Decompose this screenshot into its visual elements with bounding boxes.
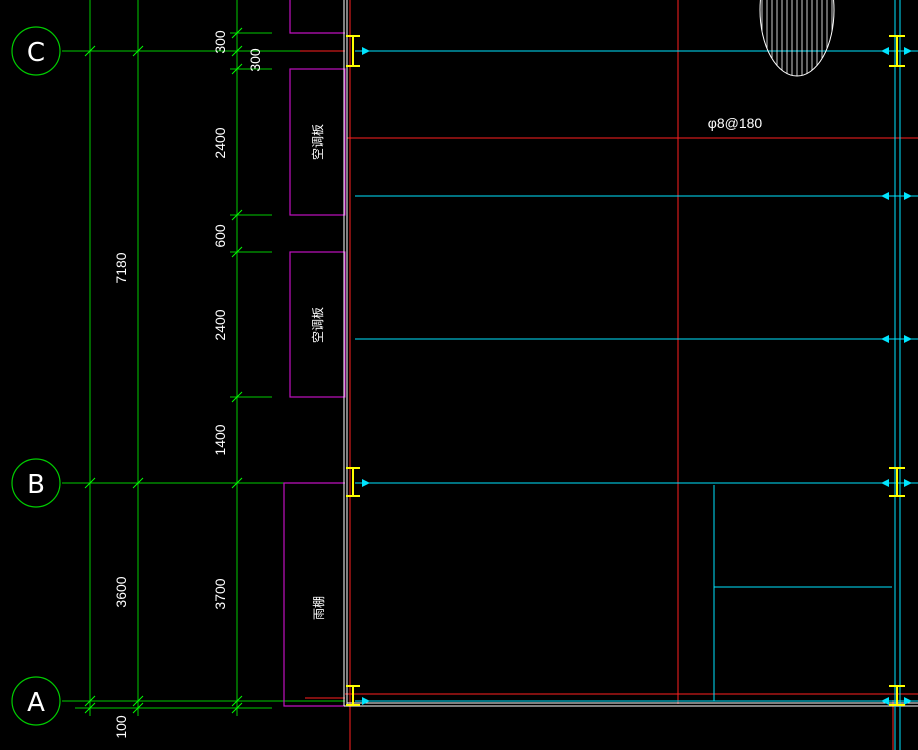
dimension-lines [62, 0, 345, 716]
beam-lines [355, 0, 918, 750]
wall-lines [343, 0, 918, 707]
dim-300-a: 300 [212, 30, 228, 54]
beam-arrows [362, 47, 912, 705]
room-label-ac-upper: 空调板 [311, 124, 325, 160]
dimension-ticks [84, 27, 243, 714]
axis-bubble-a[interactable]: A [11, 676, 61, 726]
room-label-ac-lower: 空调板 [311, 307, 325, 343]
axis-label-b: B [27, 470, 45, 500]
axis-bubble-b[interactable]: B [11, 458, 61, 508]
axis-label-a: A [27, 688, 45, 718]
red-lines [300, 0, 918, 750]
axis-label-c: C [27, 38, 45, 68]
room-outlines [283, 0, 346, 707]
dim-7180: 7180 [113, 252, 129, 283]
dim-3700: 3700 [212, 578, 228, 609]
dim-300-b: 300 [247, 48, 263, 72]
dim-2400-a: 2400 [212, 127, 228, 158]
axis-bubble-c[interactable]: C [11, 26, 61, 76]
dim-100: 100 [113, 715, 129, 739]
hatched-opening [759, 0, 835, 77]
rebar-note: φ8@180 [708, 115, 763, 131]
room-label-canopy: 雨棚 [311, 596, 326, 620]
dim-2400-b: 2400 [212, 309, 228, 340]
column-markers[interactable] [346, 35, 905, 706]
dim-600: 600 [212, 224, 228, 248]
dim-1400: 1400 [212, 424, 228, 455]
dim-3600: 3600 [113, 576, 129, 607]
